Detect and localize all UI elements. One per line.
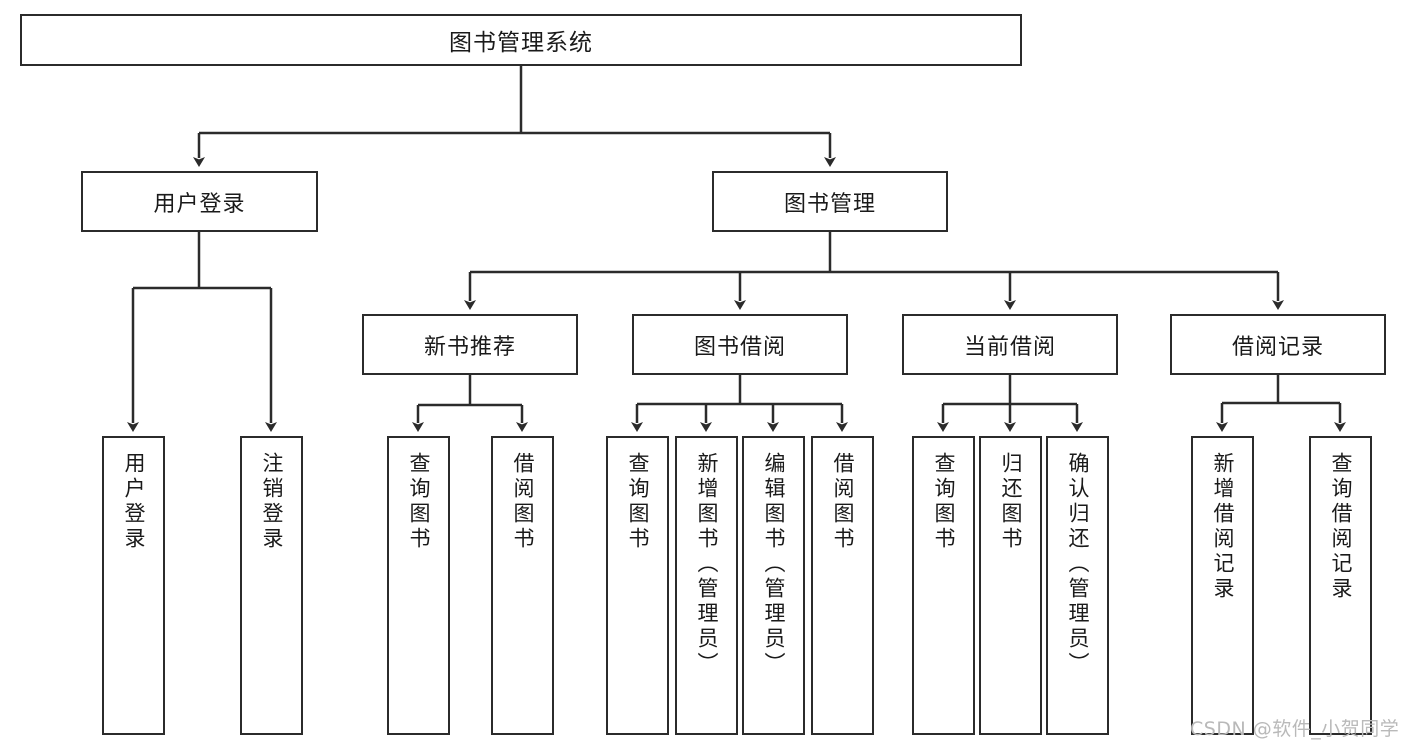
node-leaf-query-borrow-record[interactable]: 查询借阅记录	[1309, 436, 1372, 735]
node-leaf-return-book[interactable]: 归还图书	[979, 436, 1042, 735]
node-leaf-add-book[interactable]: 新增图书（管理员）	[675, 436, 738, 735]
node-label: 查询图书	[932, 452, 956, 552]
node-label: 借阅记录	[1231, 334, 1324, 360]
node-leaf-query-book-2[interactable]: 查询图书	[606, 436, 669, 735]
node-label: 图书管理	[783, 191, 876, 217]
node-current-borrow[interactable]: 当前借阅	[902, 314, 1118, 375]
node-label: 新增图书（管理员）	[695, 452, 719, 677]
node-leaf-logout-login[interactable]: 注销登录	[240, 436, 303, 735]
node-label: 图书借阅	[693, 334, 786, 360]
node-label: 查询图书	[626, 452, 650, 552]
node-borrow-record[interactable]: 借阅记录	[1170, 314, 1386, 375]
node-label: 查询借阅记录	[1329, 452, 1353, 602]
node-leaf-confirm-return[interactable]: 确认归还（管理员）	[1046, 436, 1109, 735]
node-leaf-edit-book[interactable]: 编辑图书（管理员）	[742, 436, 805, 735]
node-leaf-query-book-3[interactable]: 查询图书	[912, 436, 975, 735]
node-book-borrow[interactable]: 图书借阅	[632, 314, 848, 375]
node-label: 新书推荐	[423, 334, 516, 360]
node-label: 图书管理系统	[449, 30, 593, 56]
node-label: 注销登录	[260, 452, 284, 552]
node-label: 新增借阅记录	[1211, 452, 1235, 602]
node-label: 用户登录	[122, 452, 146, 552]
node-leaf-user-login[interactable]: 用户登录	[102, 436, 165, 735]
node-new-book-recommend[interactable]: 新书推荐	[362, 314, 578, 375]
node-label: 借阅图书	[511, 452, 535, 552]
node-leaf-borrow-book-2[interactable]: 借阅图书	[811, 436, 874, 735]
node-leaf-add-borrow-record[interactable]: 新增借阅记录	[1191, 436, 1254, 735]
node-label: 借阅图书	[831, 452, 855, 552]
node-leaf-borrow-book-1[interactable]: 借阅图书	[491, 436, 554, 735]
node-label: 确认归还（管理员）	[1066, 452, 1090, 677]
node-leaf-query-book-1[interactable]: 查询图书	[387, 436, 450, 735]
node-label: 归还图书	[999, 452, 1023, 552]
node-label: 查询图书	[407, 452, 431, 552]
node-book-management[interactable]: 图书管理	[712, 171, 948, 232]
node-root-book-management-system[interactable]: 图书管理系统	[20, 14, 1022, 66]
csdn-watermark: CSDN @软件_小贺同学	[1190, 718, 1400, 740]
node-label: 当前借阅	[963, 334, 1056, 360]
node-user-login[interactable]: 用户登录	[81, 171, 318, 232]
node-label: 编辑图书（管理员）	[762, 452, 786, 677]
node-label: 用户登录	[153, 191, 246, 217]
